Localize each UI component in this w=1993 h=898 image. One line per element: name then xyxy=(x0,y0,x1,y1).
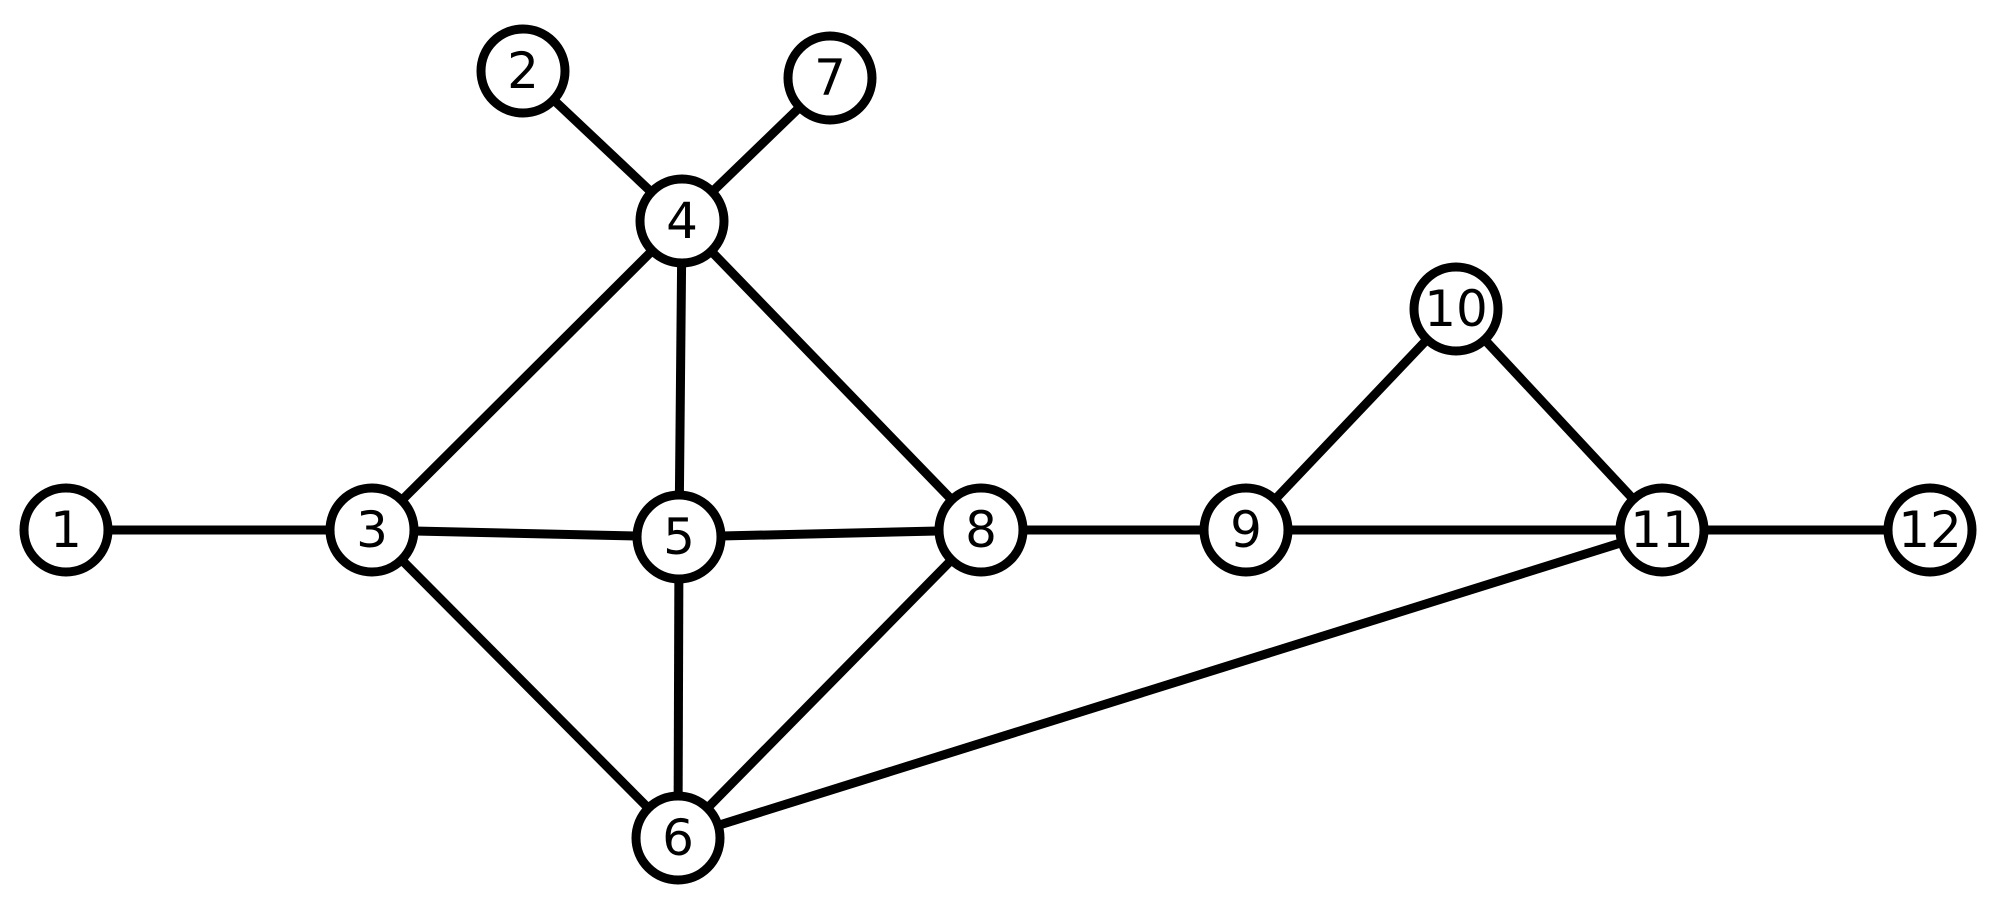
node-label-11: 11 xyxy=(1630,501,1694,559)
node-circle-5 xyxy=(632,490,726,584)
node-label-5: 5 xyxy=(663,508,695,566)
node-label-2: 2 xyxy=(507,42,539,100)
node-circle-8 xyxy=(934,483,1028,577)
node-label-4: 4 xyxy=(666,192,698,250)
node-6: 6 xyxy=(631,791,725,885)
node-label-8: 8 xyxy=(965,501,997,559)
node-3: 3 xyxy=(325,483,419,577)
node-circle-2 xyxy=(476,24,570,118)
node-circle-10 xyxy=(1409,262,1503,356)
edge-5-8 xyxy=(678,525,982,542)
edge-3-5 xyxy=(371,525,680,542)
edge-8-6 xyxy=(674,526,985,842)
edge-5-6 xyxy=(673,536,684,839)
node-circle-1 xyxy=(19,483,113,577)
node-5: 5 xyxy=(632,490,726,584)
node-label-3: 3 xyxy=(356,501,388,559)
node-circle-7 xyxy=(783,31,877,125)
edge-4-8 xyxy=(678,217,985,534)
node-7: 7 xyxy=(783,31,877,125)
node-label-7: 7 xyxy=(814,49,846,107)
node-label-10: 10 xyxy=(1424,280,1488,338)
node-label-6: 6 xyxy=(662,809,694,867)
node-label-1: 1 xyxy=(50,501,82,559)
edge-10-11 xyxy=(1452,305,1666,534)
node-circle-4 xyxy=(635,174,729,268)
node-10: 10 xyxy=(1409,262,1503,356)
node-circle-6 xyxy=(631,791,725,885)
node-1: 1 xyxy=(19,483,113,577)
node-8: 8 xyxy=(934,483,1028,577)
edge-4-5 xyxy=(674,220,687,538)
node-circle-11 xyxy=(1615,483,1709,577)
node-12: 12 xyxy=(1883,483,1977,577)
node-label-9: 9 xyxy=(1230,501,1262,559)
node-4: 4 xyxy=(635,174,729,268)
node-2: 2 xyxy=(476,24,570,118)
edge-9-10 xyxy=(1242,305,1460,534)
node-11: 11 xyxy=(1615,483,1709,577)
node-circle-9 xyxy=(1199,483,1293,577)
node-circle-12 xyxy=(1883,483,1977,577)
node-9: 9 xyxy=(1199,483,1293,577)
node-label-12: 12 xyxy=(1898,501,1962,559)
edge-3-6 xyxy=(368,526,682,842)
edge-6-11 xyxy=(676,525,1664,843)
node-circle-3 xyxy=(325,483,419,577)
edge-4-3 xyxy=(368,217,686,534)
